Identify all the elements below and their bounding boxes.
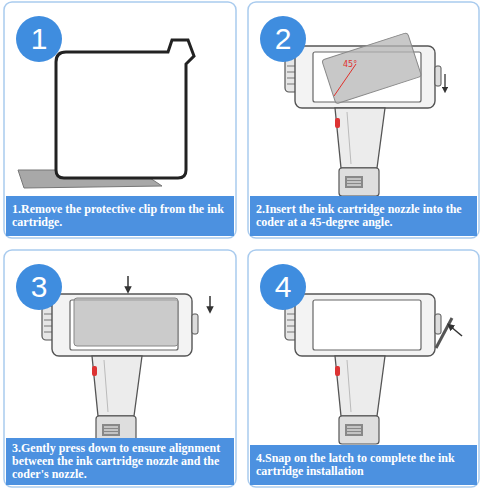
caption-band: 3.Gently press down to ensure alignment … [6,438,234,485]
step-caption: 4.Snap on the latch to complete the ink … [256,452,471,478]
panel-frame [248,250,479,487]
step-number: 3 [31,270,48,304]
step-number-badge: 3 [16,264,62,310]
ink-cartridge [74,276,210,346]
coder-device [42,294,198,444]
angle-label: 45° [343,60,357,69]
step-number-badge: 2 [260,16,306,62]
caption-band: 4.Snap on the latch to complete the ink … [250,445,477,485]
caption-band: 2.Insert the ink cartridge nozzle into t… [250,196,477,236]
step-number-badge: 4 [260,264,306,310]
step-caption: 1.Remove the protective clip from the in… [12,203,228,229]
step-caption: 3.Gently press down to ensure alignment … [12,442,228,481]
coder-device [285,294,441,444]
latch [436,318,462,348]
step-number: 4 [275,270,292,304]
panel-frame [4,2,236,238]
step-number: 2 [275,22,292,56]
panel-frame [4,250,236,487]
step-number: 1 [31,22,48,56]
ink-cartridge [322,32,445,104]
step-caption: 2.Insert the ink cartridge nozzle into t… [256,203,471,229]
caption-band: 1.Remove the protective clip from the in… [6,196,234,236]
ink-cartridge [18,40,194,188]
panel-frame [248,2,479,238]
step-number-badge: 1 [16,16,62,62]
